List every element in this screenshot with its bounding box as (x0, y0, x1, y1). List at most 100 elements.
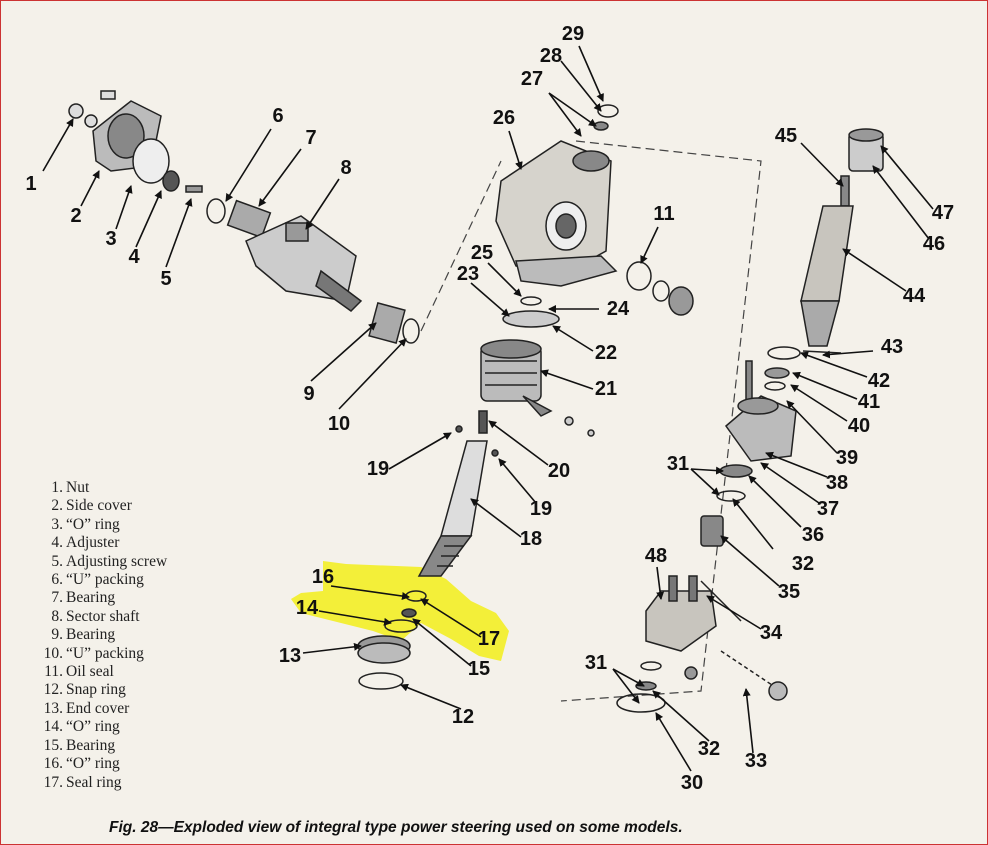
callout-35: 35 (777, 581, 801, 603)
callout-41: 41 (857, 391, 881, 413)
legend-part-name: “U” packing (66, 571, 144, 589)
callout-24: 24 (606, 298, 630, 320)
callout-17: 17 (477, 628, 501, 650)
callout-44: 44 (902, 285, 926, 307)
legend-number: 13. (43, 699, 63, 717)
legend-number: 10. (43, 644, 63, 662)
legend-number: 12. (43, 681, 63, 699)
piston-worm-parts (417, 339, 595, 577)
callout-16: 16 (311, 566, 335, 588)
legend-number: 17. (43, 773, 63, 791)
callout-10: 10 (327, 413, 351, 435)
callout-48: 48 (644, 545, 668, 567)
legend-number: 8. (51, 607, 63, 625)
leader-arrows (42, 45, 934, 772)
legend-item: 6.“U” packing (31, 571, 167, 589)
legend-item: 7.Bearing (31, 589, 167, 607)
legend-number: 7. (51, 589, 63, 607)
legend-item: 9.Bearing (31, 626, 167, 644)
callout-25: 25 (470, 242, 494, 264)
callout-37: 37 (816, 498, 840, 520)
legend-part-name: Oil seal (66, 663, 114, 681)
legend-part-name: Nut (66, 479, 90, 496)
callout-23: 23 (456, 263, 480, 285)
legend-number: 9. (51, 626, 63, 644)
legend-part-name: Bearing (66, 626, 116, 644)
callout-18: 18 (519, 528, 543, 550)
legend-item: 5.Adjusting screw (31, 553, 167, 571)
callout-32a: 32 (791, 553, 815, 575)
legend-number: 3. (51, 515, 63, 533)
callout-1: 1 (25, 173, 37, 195)
callout-27: 27 (520, 68, 544, 90)
legend-item: 3.“O” ring (31, 516, 167, 534)
legend-item: 17.Seal ring (31, 774, 167, 792)
legend-item: 11.Oil seal (31, 663, 167, 681)
legend-number: 14. (43, 718, 63, 736)
callout-28: 28 (539, 45, 563, 67)
callout-11: 11 (653, 203, 675, 225)
callout-22: 22 (594, 342, 618, 364)
legend-number: 5. (51, 552, 63, 570)
callout-9: 9 (303, 383, 315, 405)
callout-34: 34 (759, 622, 783, 644)
callout-40: 40 (847, 415, 871, 437)
legend-item: 1.Nut (31, 479, 167, 497)
figure-caption: Fig. 28—Exploded view of integral type p… (109, 819, 683, 836)
sector-shaft-parts (206, 198, 420, 344)
callout-31b: 31 (584, 652, 608, 674)
callout-3: 3 (105, 228, 117, 250)
callout-45: 45 (774, 125, 798, 147)
legend-part-name: End cover (66, 699, 130, 717)
legend-part-name: Sector shaft (66, 607, 140, 625)
legend-item: 4.Adjuster (31, 534, 167, 552)
callout-19b: 19 (529, 498, 553, 520)
legend-part-name: “O” ring (66, 718, 120, 736)
legend-item: 10.“U” packing (31, 645, 167, 663)
legend-part-name: Bearing (66, 736, 116, 754)
callout-5: 5 (160, 268, 172, 290)
callout-21: 21 (594, 378, 618, 400)
legend-number: 6. (51, 571, 63, 589)
callout-8: 8 (340, 157, 352, 179)
callout-15: 15 (467, 658, 491, 680)
end-cover-parts (357, 590, 427, 690)
legend-part-name: Adjuster (66, 534, 120, 552)
callout-32b: 32 (697, 738, 721, 760)
legend-part-name: Bearing (66, 589, 116, 607)
shaft-dashed-line (420, 160, 502, 332)
legend-number: 2. (51, 497, 63, 515)
legend-item: 8.Sector shaft (31, 608, 167, 626)
legend-part-name: Snap ring (66, 681, 126, 699)
legend-number: 16. (43, 755, 63, 773)
legend-part-name: Adjusting screw (66, 552, 168, 570)
highlight-region (291, 561, 509, 661)
legend-item: 12.Snap ring (31, 681, 167, 699)
callout-7: 7 (305, 127, 317, 149)
callout-39: 39 (835, 447, 859, 469)
callout-42: 42 (867, 370, 891, 392)
callout-31a: 31 (666, 453, 690, 475)
legend-part-name: Seal ring (66, 773, 122, 791)
legend-number: 4. (51, 534, 63, 552)
callout-4: 4 (128, 246, 140, 268)
callout-13: 13 (278, 645, 302, 667)
callout-46: 46 (922, 233, 946, 255)
parts-legend: 1.Nut 2.Side cover 3.“O” ring 4.Adjuster… (31, 479, 168, 792)
callout-20: 20 (547, 460, 571, 482)
legend-part-name: “O” ring (66, 755, 120, 773)
callout-2: 2 (70, 205, 82, 227)
legend-part-name: “U” packing (66, 644, 144, 662)
legend-number: 11. (44, 663, 63, 681)
callout-38: 38 (825, 472, 849, 494)
legend-item: 16.“O” ring (31, 755, 167, 773)
side-cover-parts (68, 90, 203, 193)
callout-47: 47 (931, 202, 955, 224)
legend-item: 14.“O” ring (31, 718, 167, 736)
callout-19a: 19 (366, 458, 390, 480)
legend-number: 1. (51, 479, 63, 496)
callout-29: 29 (561, 23, 585, 45)
callout-33: 33 (744, 750, 768, 772)
callout-43: 43 (880, 336, 904, 358)
